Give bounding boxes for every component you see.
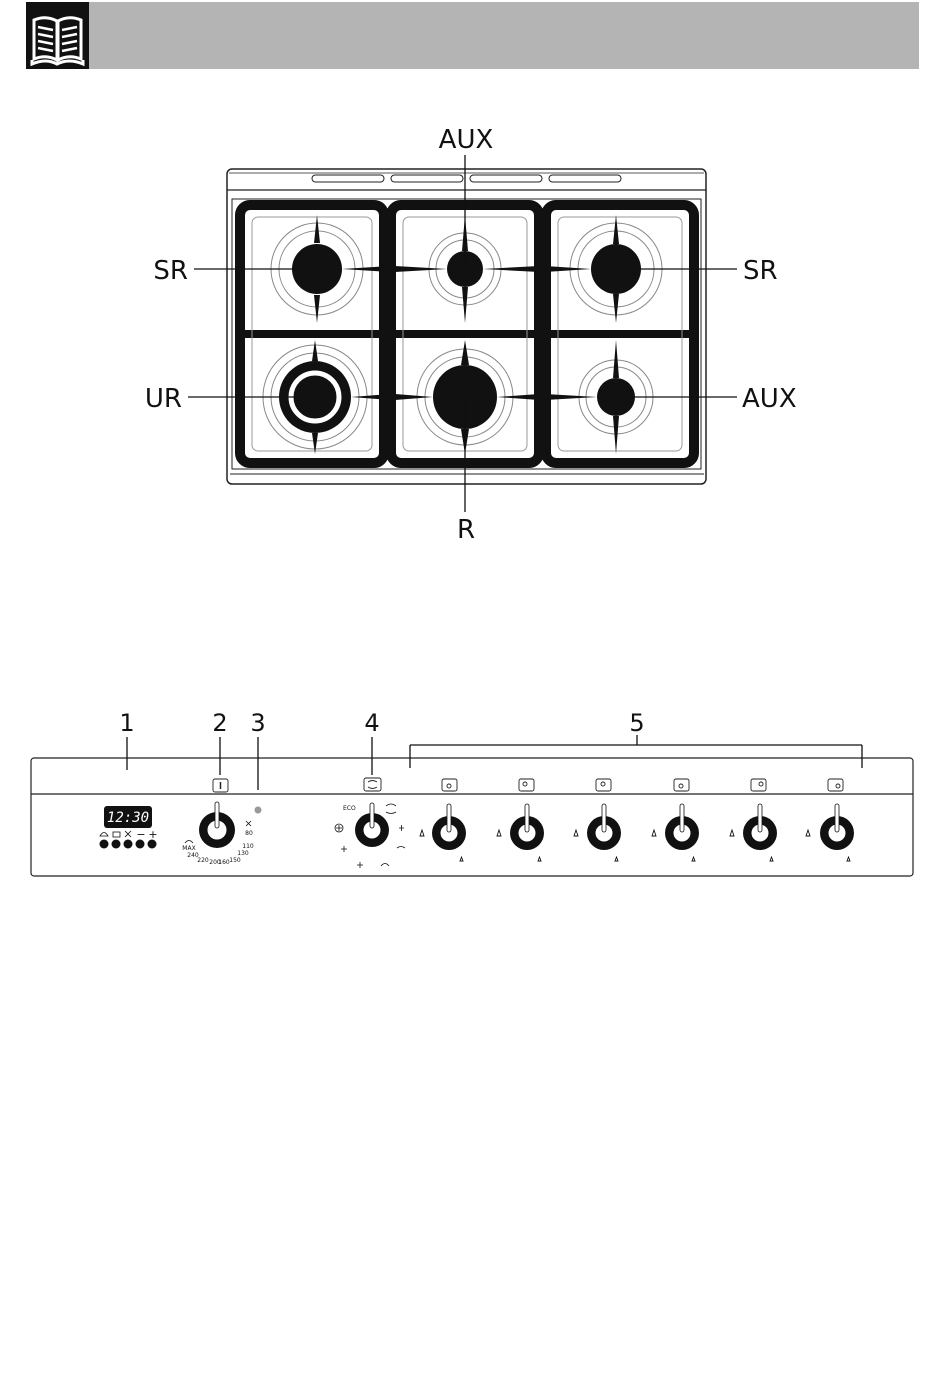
- label-ur: UR: [145, 384, 182, 414]
- label-sr-right: SR: [743, 256, 778, 286]
- svg-text:130: 130: [237, 850, 249, 857]
- eco-label: ECO: [343, 805, 356, 812]
- clock-button-1[interactable]: [100, 840, 109, 849]
- manual-book-icon: [26, 2, 89, 69]
- clock-button-minus[interactable]: [136, 840, 145, 849]
- clock-button-3[interactable]: [124, 840, 133, 849]
- label-r: R: [457, 515, 475, 545]
- svg-text:MAX: MAX: [182, 845, 195, 852]
- header-bar: [26, 2, 919, 69]
- svg-text:80: 80: [245, 830, 253, 837]
- clock-button-2[interactable]: [112, 840, 121, 849]
- label-sr-left: SR: [153, 256, 188, 286]
- control-panel: [31, 758, 913, 876]
- clock-button-plus[interactable]: [148, 840, 157, 849]
- hob-diagram: AUX SR SR UR AUX R: [0, 100, 950, 560]
- callout-2: 2: [212, 709, 227, 737]
- timer-plus-label: +: [148, 828, 157, 841]
- callout-1: 1: [119, 709, 134, 737]
- svg-text:150: 150: [229, 857, 241, 864]
- callout-5: 5: [629, 709, 644, 737]
- svg-text:110: 110: [242, 843, 254, 850]
- svg-text:160: 160: [218, 859, 230, 866]
- label-aux-right: AUX: [742, 384, 797, 414]
- callout-4: 4: [364, 709, 379, 737]
- clock-display: 12:30: [107, 810, 149, 826]
- timer-minus-label: −: [136, 828, 145, 841]
- callout-3: 3: [250, 709, 265, 737]
- thermostat-indicator-light: [255, 807, 262, 814]
- label-aux-top: AUX: [439, 125, 494, 155]
- control-panel-diagram: 1 2 3 4 5: [0, 700, 950, 890]
- svg-text:220: 220: [197, 857, 209, 864]
